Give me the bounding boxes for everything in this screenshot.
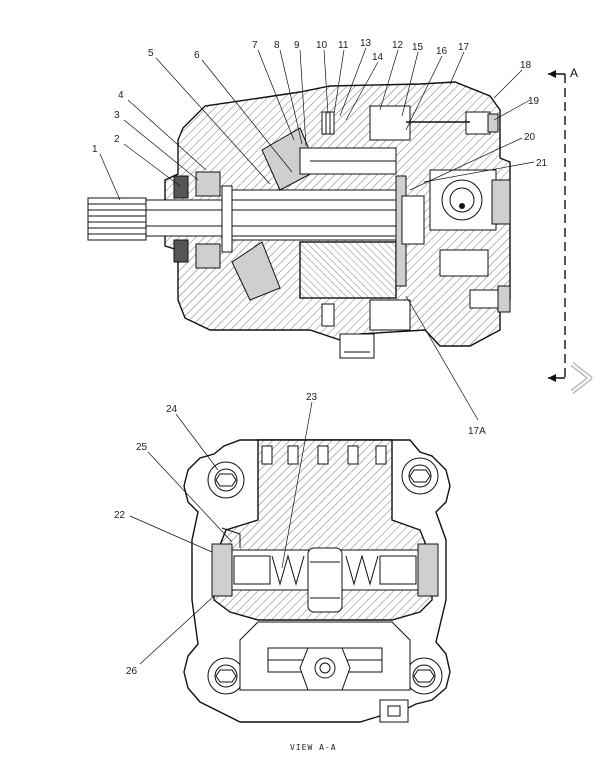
- servo-piston-top: [369, 105, 411, 141]
- callout-16: 16: [436, 46, 448, 57]
- servo-piston-bottom: [369, 299, 411, 331]
- section-letter-a: A: [570, 66, 578, 80]
- shaft-seal: [173, 175, 189, 199]
- spring-left: [271, 554, 305, 586]
- callout-15: 15: [412, 42, 424, 53]
- section-indicator: A: [548, 66, 578, 382]
- next-page-button[interactable]: [566, 360, 596, 396]
- end-cap-left: [211, 543, 233, 597]
- callout-1: 1: [92, 144, 98, 155]
- shaft-spline: [87, 197, 147, 241]
- spring-guide-left: [233, 555, 271, 585]
- callout-7: 7: [252, 40, 258, 51]
- callout-labels: 1 2 3 4 5 6 7 8 9 10 11 13 14 12 15 16 1…: [92, 38, 548, 677]
- bottom-boss: [339, 333, 375, 359]
- center-link: [307, 547, 343, 613]
- callout-26: 26: [126, 666, 138, 677]
- callout-11: 11: [338, 40, 349, 51]
- callout-23: 23: [306, 392, 318, 403]
- swash-plate-lower: [231, 241, 281, 301]
- rear-bearing: [401, 195, 425, 245]
- end-cap-right: [417, 543, 439, 597]
- leader-lines: [99, 47, 535, 665]
- end-view-a-a: [183, 439, 451, 723]
- view-caption: VIEW A-A: [290, 743, 337, 752]
- callout-13: 13: [360, 38, 372, 49]
- spring-right: [345, 554, 379, 586]
- callout-22: 22: [114, 510, 126, 521]
- port-fitting: [441, 179, 483, 221]
- callout-8: 8: [274, 40, 280, 51]
- callout-20: 20: [524, 132, 536, 143]
- callout-18: 18: [520, 60, 532, 71]
- side-section-view: [87, 81, 511, 359]
- spring-guide-right: [379, 555, 417, 585]
- cylinder-block: [299, 241, 397, 299]
- callout-19: 19: [528, 96, 540, 107]
- mounting-bolt: [401, 457, 439, 495]
- callout-6: 6: [194, 50, 200, 61]
- callout-12: 12: [392, 40, 404, 51]
- callout-4: 4: [118, 90, 124, 101]
- callout-17a: 17A: [468, 426, 486, 437]
- callout-25: 25: [136, 442, 148, 453]
- callout-3: 3: [114, 110, 120, 121]
- callout-24: 24: [166, 404, 178, 415]
- front-bearing-lower: [195, 243, 221, 269]
- plug-19: [465, 111, 491, 135]
- callout-21: 21: [536, 158, 548, 169]
- callout-5: 5: [148, 48, 154, 59]
- mounting-bolt: [207, 657, 245, 695]
- front-bearing: [195, 171, 221, 197]
- callout-10: 10: [316, 40, 328, 51]
- mounting-bolt: [405, 657, 443, 695]
- shaft-seal-lower: [173, 239, 189, 263]
- callout-9: 9: [294, 40, 300, 51]
- callout-14: 14: [372, 52, 384, 63]
- mounting-bolt: [207, 461, 245, 499]
- callout-17: 17: [458, 42, 470, 53]
- chevron-right-icon: [570, 362, 593, 394]
- drive-shaft: [145, 199, 417, 237]
- callout-2: 2: [114, 134, 120, 145]
